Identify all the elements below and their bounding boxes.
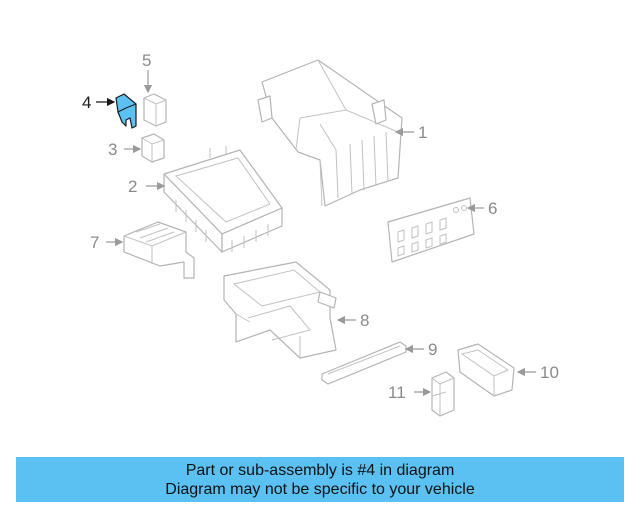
parts-diagram: 1 2 3 4 5 6 7 8 9 10 11 (82, 51, 559, 417)
part-6-panel[interactable] (387, 197, 475, 263)
callout-1: 1 (418, 123, 427, 142)
part-1-cover[interactable] (257, 59, 403, 207)
callout-11: 11 (388, 383, 406, 402)
callout-2: 2 (128, 177, 137, 196)
callout-10: 10 (540, 363, 559, 382)
part-11-clip[interactable] (431, 371, 455, 417)
callout-5: 5 (142, 51, 151, 70)
banner-line-1: Part or sub-assembly is #4 in diagram (185, 461, 455, 479)
part-2-frame[interactable] (163, 146, 283, 253)
part-7-connector[interactable] (123, 221, 195, 279)
callout-8: 8 (360, 311, 369, 330)
callout-3: 3 (108, 140, 117, 159)
callout-4: 4 (82, 93, 91, 112)
part-4-highlighted[interactable] (115, 93, 137, 129)
callout-7: 7 (90, 233, 99, 252)
part-5-fuse[interactable] (143, 93, 167, 127)
part-3-relay[interactable] (141, 133, 165, 163)
part-8-tray[interactable] (223, 261, 337, 359)
part-10-latch[interactable] (457, 343, 515, 397)
callout-6: 6 (488, 199, 497, 218)
banner-line-2: Diagram may not be specific to your vehi… (165, 480, 475, 498)
info-banner: Part or sub-assembly is #4 in diagram Di… (16, 457, 624, 502)
callout-9: 9 (428, 340, 437, 359)
